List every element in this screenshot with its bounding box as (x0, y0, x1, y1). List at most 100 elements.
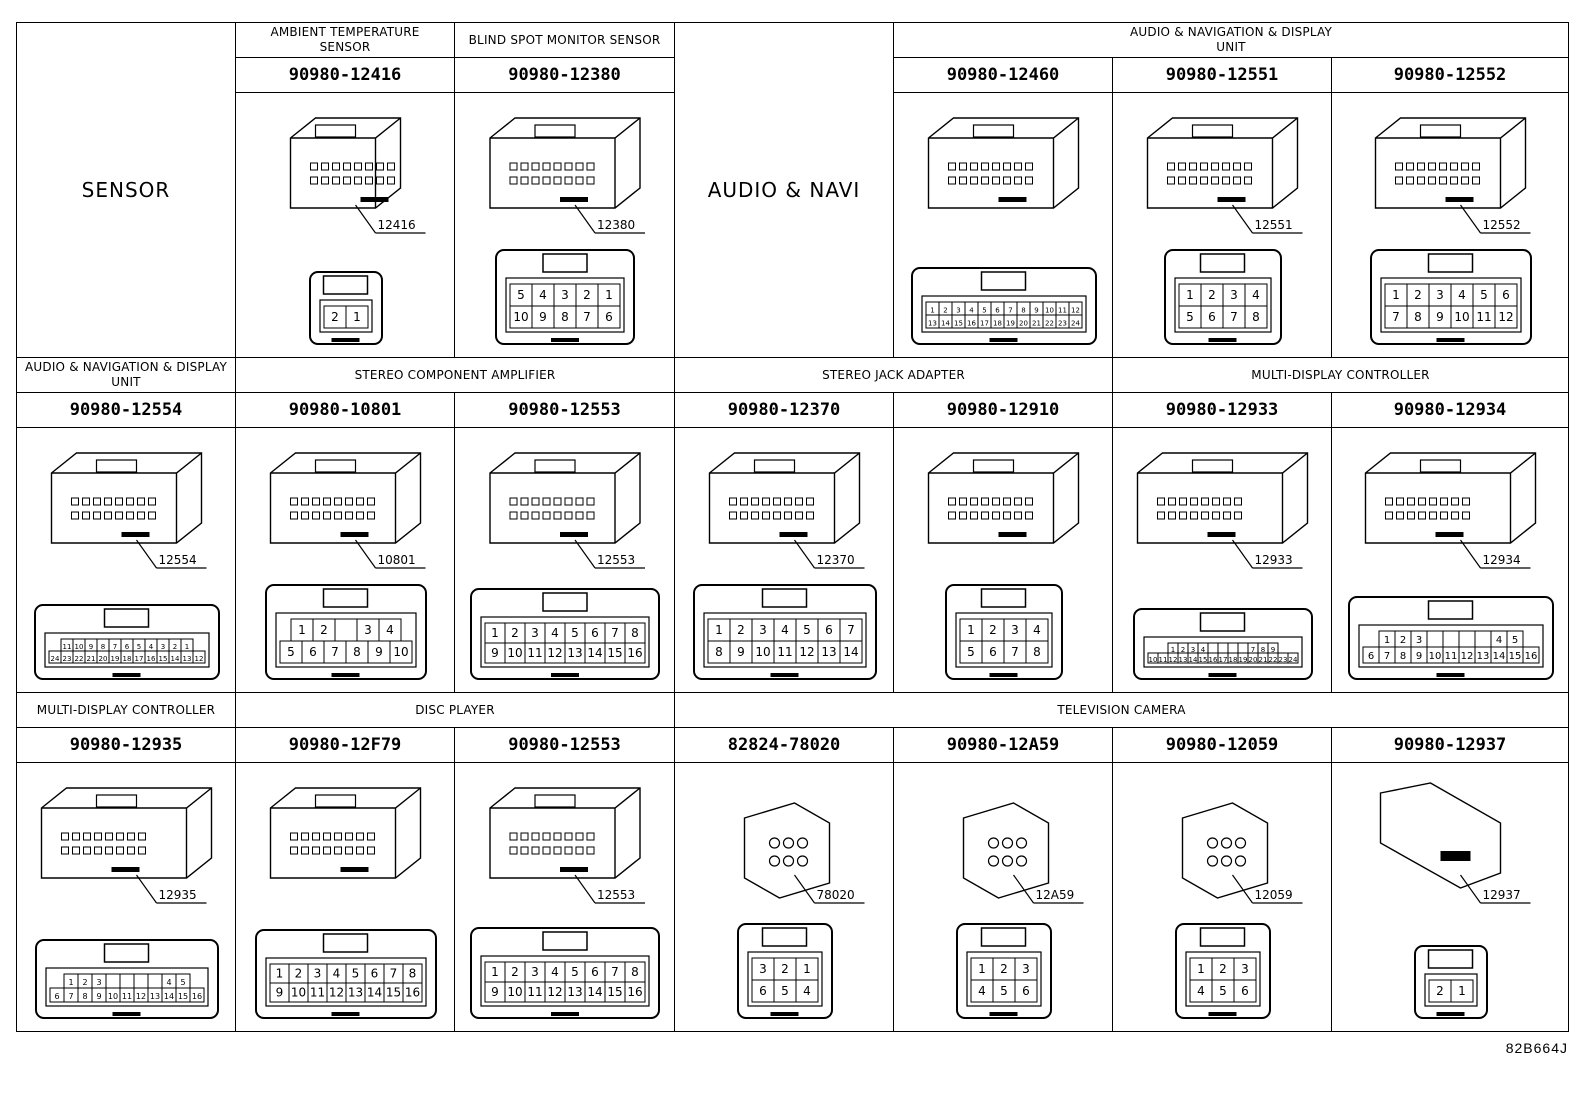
pin-number: 3 (314, 967, 322, 981)
category-label: AUDIO & NAVIGATION & DISPLAY UNIT (1129, 25, 1333, 54)
pin-number: 14 (941, 320, 950, 328)
part-number: 90980-12933 (1165, 400, 1279, 420)
pin-number: 2 (781, 962, 789, 976)
part-number-cell: 90980-10801 (235, 392, 455, 428)
pin-number: 11 (310, 986, 325, 1000)
pin-number: 3 (364, 623, 372, 637)
pin-number: 14 (843, 645, 858, 659)
pin-number: 21 (1032, 320, 1041, 328)
pin-number: 1 (353, 310, 361, 324)
pin-number: 1 (1384, 635, 1390, 646)
callout: 12933 (1232, 539, 1303, 569)
pin-number: 16 (405, 986, 420, 1000)
pin-number: 2 (82, 978, 87, 987)
part-number: 90980-12460 (946, 65, 1060, 85)
pin-number: 13 (821, 645, 836, 659)
pin-number: 4 (1197, 984, 1205, 998)
pin-number: 12 (1169, 656, 1178, 664)
pin-number: 5 (967, 645, 975, 659)
pin-number: 6 (1368, 651, 1374, 662)
connector-body (489, 117, 641, 209)
pin-number: 9 (89, 643, 93, 651)
pin-number: 16 (192, 992, 202, 1001)
pin-number: 5 (180, 978, 185, 987)
pin-number: 5 (1000, 984, 1008, 998)
pin-number: 4 (1458, 288, 1466, 302)
pin-number: 15 (159, 655, 168, 663)
callout: 78020 (794, 874, 865, 904)
connector-body (743, 802, 831, 899)
figure-code: 82B664J (1505, 1040, 1568, 1056)
pin-number: 20 (1019, 320, 1028, 328)
part-number: 90980-12910 (946, 400, 1060, 420)
part-number-cell: 90980-12370 (674, 392, 894, 428)
callout-label: 12380 (597, 218, 635, 232)
pin-number: 13 (1477, 651, 1490, 662)
pin-number: 2 (943, 307, 947, 315)
pin-number: 1 (491, 965, 499, 979)
pin-number: 6 (125, 643, 130, 651)
part-number: 90980-10801 (288, 400, 402, 420)
category-audio-navigation-display-unit-1: AUDIO & NAVIGATION & DISPLAY UNIT (893, 22, 1569, 58)
pin-number: 7 (611, 965, 619, 979)
pin-number: 16 (967, 320, 976, 328)
pin-number: 15 (607, 985, 622, 999)
pin-number: 19 (1239, 656, 1248, 664)
connector-body (269, 452, 422, 544)
pin-number: 7 (1011, 645, 1019, 659)
pin-number: 5 (781, 984, 789, 998)
pin-number: 3 (1241, 962, 1249, 976)
pin-number: 4 (149, 643, 154, 651)
part-number: 90980-12F79 (288, 735, 402, 755)
pin-number: 1 (1197, 962, 1205, 976)
pin-number: 4 (781, 623, 789, 637)
pin-number: 15 (607, 646, 622, 660)
part-number-cell: 90980-12552 (1331, 57, 1569, 93)
callout: 12552 (1460, 204, 1531, 234)
callout: 12937 (1460, 874, 1531, 904)
pin-number: 20 (1249, 656, 1258, 664)
pin-number: 23 (63, 655, 72, 663)
pin-number: 6 (309, 645, 317, 659)
pin-number: 11 (63, 643, 72, 651)
pin-number: 7 (390, 967, 398, 981)
pin-number: 23 (1279, 656, 1288, 664)
part-number: 90980-12A59 (946, 735, 1060, 755)
callout-label: 10801 (378, 553, 416, 567)
pin-number: 1 (605, 288, 613, 302)
pin-number: 1 (1392, 288, 1400, 302)
pin-number: 4 (969, 307, 974, 315)
pin-number: 16 (147, 655, 156, 663)
pin-number: 4 (551, 965, 559, 979)
pin-number: 3 (956, 307, 960, 315)
pin-number: 1 (1458, 984, 1466, 998)
part-number: 90980-12553 (508, 735, 621, 755)
part-number-cell: 90980-12A59 (893, 727, 1113, 763)
pin-number: 2 (1400, 635, 1406, 646)
pin-number: 15 (1199, 656, 1208, 664)
part-number: 90980-12937 (1393, 735, 1507, 755)
category-audio-navi-group: AUDIO & NAVI (674, 22, 894, 358)
pin-number: 1 (1171, 646, 1175, 654)
category-stereo-component-amplifier: STEREO COMPONENT AMPLIFIER (235, 357, 675, 393)
part-number-cell: 90980-12551 (1112, 57, 1332, 93)
connector-body (40, 787, 213, 879)
part-number: 90980-12380 (508, 65, 621, 85)
pin-number: 7 (1008, 307, 1012, 315)
pin-number: 15 (1509, 651, 1522, 662)
pin-number: 17 (980, 320, 989, 328)
